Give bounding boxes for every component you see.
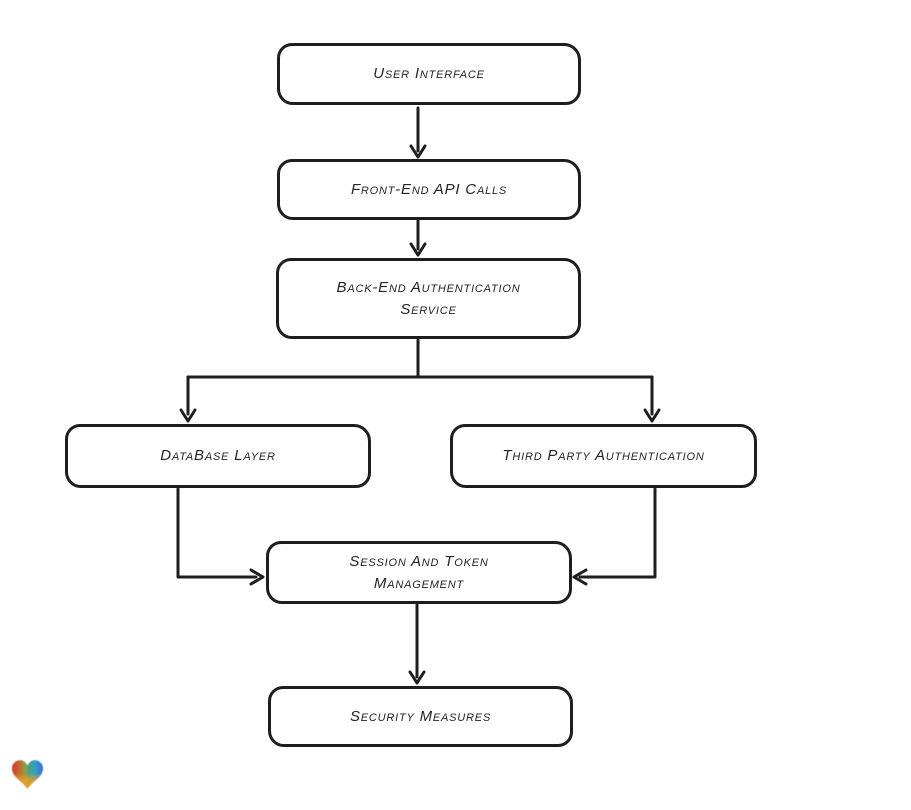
arrow-backend-split bbox=[179, 338, 661, 423]
arrow-ui-to-api bbox=[409, 106, 427, 159]
node-label: Session And Token Management bbox=[349, 552, 489, 592]
node-third-party-auth[interactable]: Third Party Authentication bbox=[450, 424, 757, 488]
arrow-session-to-security bbox=[408, 603, 426, 685]
node-label: Security Measures bbox=[349, 707, 492, 725]
node-label: DataBase Layer bbox=[160, 447, 276, 465]
node-security-measures[interactable]: Security Measures bbox=[268, 686, 573, 747]
node-label: Third Party Authentication bbox=[502, 447, 705, 465]
arrow-third-to-session bbox=[572, 487, 657, 586]
arrow-db-to-session bbox=[176, 487, 265, 586]
node-label: User Interface bbox=[373, 65, 485, 83]
node-database-layer[interactable]: DataBase Layer bbox=[65, 424, 371, 488]
node-front-end-api-calls[interactable]: Front-End API Calls bbox=[277, 159, 581, 220]
heart-icon bbox=[12, 760, 43, 789]
heart-logo bbox=[12, 760, 43, 789]
node-label: Back-End Authentication Service bbox=[336, 278, 521, 318]
node-back-end-auth-service[interactable]: Back-End Authentication Service bbox=[276, 258, 581, 339]
node-user-interface[interactable]: User Interface bbox=[277, 43, 581, 105]
node-session-token-mgmt[interactable]: Session And Token Management bbox=[266, 541, 572, 604]
arrow-api-to-backend bbox=[409, 219, 427, 257]
node-label: Front-End API Calls bbox=[350, 180, 508, 198]
